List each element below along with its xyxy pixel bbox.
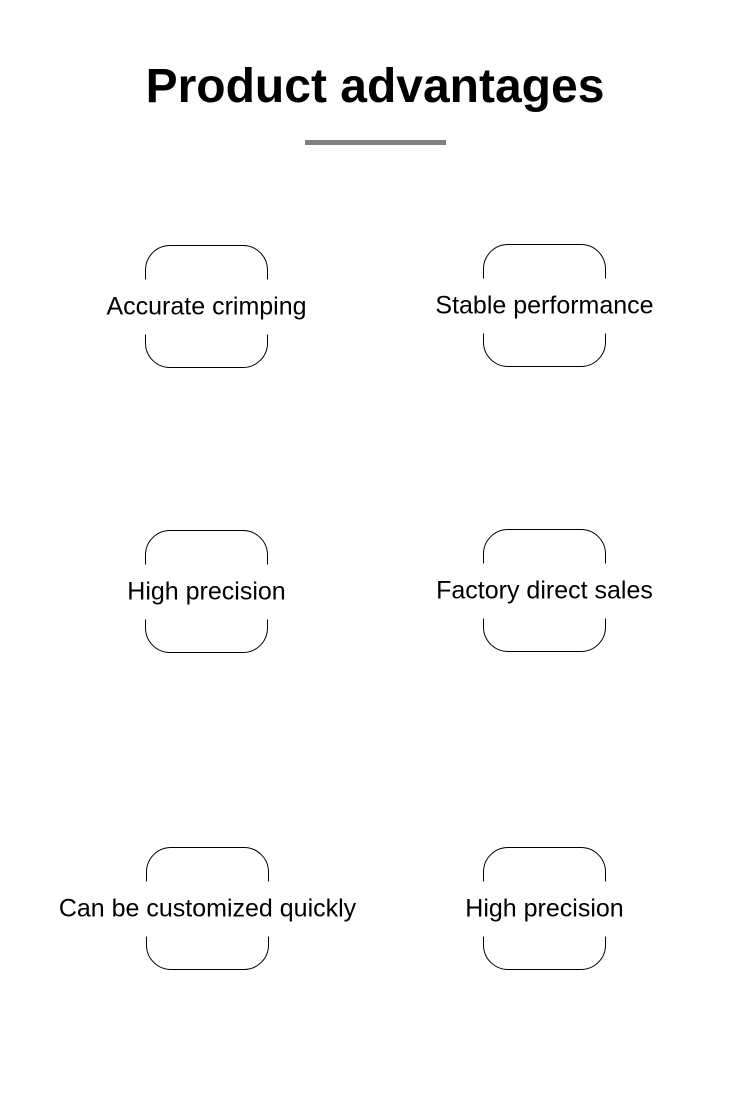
- feature-label: Can be customized quickly: [49, 881, 366, 936]
- feature-card: High precision: [456, 847, 633, 970]
- feature-card: Factory direct sales: [427, 529, 662, 652]
- feature-card: High precision: [118, 530, 295, 653]
- feature-label: High precision: [456, 881, 633, 936]
- feature-card: Accurate crimping: [97, 245, 316, 368]
- page-title: Product advantages: [145, 60, 605, 113]
- feature-label: Stable performance: [426, 278, 663, 333]
- feature-card: Stable performance: [426, 244, 663, 367]
- feature-card: Can be customized quickly: [49, 847, 366, 970]
- feature-label: Accurate crimping: [97, 279, 316, 334]
- title-underline: [304, 140, 446, 145]
- feature-label: High precision: [118, 564, 295, 619]
- feature-label: Factory direct sales: [427, 563, 662, 618]
